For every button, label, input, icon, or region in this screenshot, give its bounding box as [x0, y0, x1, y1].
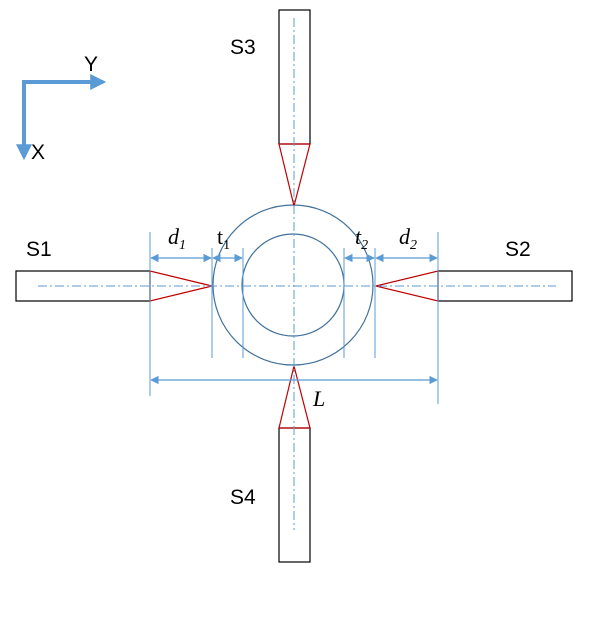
label-d2: d2 — [399, 224, 417, 253]
label-t2: t2 — [355, 224, 368, 253]
label-L: L — [312, 386, 325, 411]
dimension-arrows — [150, 253, 438, 385]
center-lines — [38, 18, 556, 530]
label-s1: S1 — [26, 238, 52, 261]
label-s3: S3 — [230, 36, 256, 59]
inner-ring — [241, 233, 345, 337]
axis-y-label: Y — [84, 53, 98, 76]
outer-ring — [212, 204, 374, 366]
label-s2: S2 — [505, 238, 531, 261]
label-s4: S4 — [230, 486, 256, 509]
axis-x-label: X — [31, 141, 45, 164]
dimension-labels: d1 t1 t2 d2 L — [168, 224, 417, 411]
label-d1: d1 — [168, 224, 186, 253]
resonator-rings — [212, 204, 374, 366]
coordinate-axes: Y X — [16, 53, 107, 164]
extension-lines — [149, 232, 439, 404]
port-labels: S1 S2 S3 S4 — [26, 36, 531, 509]
label-t1: t1 — [217, 224, 230, 253]
